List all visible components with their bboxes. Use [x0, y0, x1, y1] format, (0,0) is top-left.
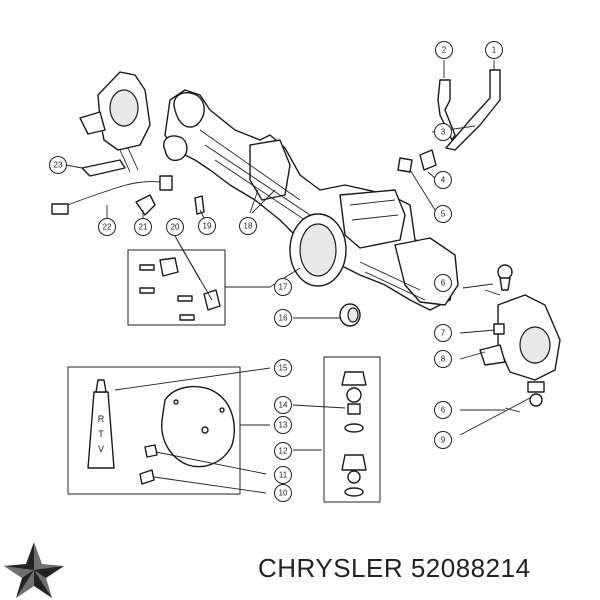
rtv-letter-r: R: [98, 414, 105, 424]
callout-11-text: 11: [279, 471, 288, 480]
ball-joint-kit-parts: [341, 371, 367, 497]
callout-10-text: 10: [279, 489, 288, 498]
callout-23: 23: [49, 156, 67, 174]
callout-13-text: 13: [279, 421, 288, 430]
cotter-pin-lower: [504, 407, 521, 413]
callout-18: 18: [239, 217, 257, 235]
chrysler-pentastar-icon: [4, 542, 64, 598]
callout-9-text: 9: [441, 436, 446, 445]
callout-3-text: 3: [441, 128, 446, 137]
callout-21: 21: [134, 218, 152, 236]
callout-7: 7: [434, 324, 452, 342]
ball-joint-kit-box: [323, 356, 381, 503]
abs-sensor-cable: [51, 147, 173, 215]
callout-5-text: 5: [441, 210, 446, 219]
callout-1-text: 1: [492, 46, 497, 55]
cap-bolts: [139, 257, 221, 321]
callout-2-text: 2: [442, 46, 447, 55]
callout-2: 2: [435, 41, 453, 59]
callout-13: 13: [274, 416, 292, 434]
callout-20-text: 20: [171, 223, 180, 232]
callout-14-text: 14: [279, 401, 288, 410]
fill-plug: [144, 444, 158, 458]
callout-6-upper-text: 6: [441, 279, 446, 288]
callout-17-text: 17: [279, 283, 288, 292]
cover-bolt: [139, 469, 155, 485]
callout-4: 4: [434, 171, 452, 189]
cotter-pin-upper: [484, 289, 501, 296]
rtv-letter-t: T: [98, 429, 104, 439]
sensor-bolt: [194, 195, 205, 215]
callout-20: 20: [166, 218, 184, 236]
bolt-kit-box: [127, 249, 226, 326]
steering-knuckle-left: [79, 71, 151, 151]
callout-17: 17: [274, 278, 292, 296]
rtv-tube: [87, 379, 115, 469]
callout-8-text: 8: [441, 355, 446, 364]
brake-hose: [437, 69, 501, 151]
hose-bracket: [419, 149, 437, 171]
callout-7-text: 7: [441, 329, 446, 338]
bleeder-bolt: [397, 157, 413, 173]
callout-12-text: 12: [279, 447, 288, 456]
sensor-clip: [135, 194, 156, 216]
callout-3: 3: [434, 123, 452, 141]
callout-14: 14: [274, 396, 292, 414]
axle-housing: [163, 89, 459, 311]
ball-joint-upper: [497, 264, 513, 291]
rtv-letter-v: V: [98, 444, 104, 454]
callout-15-text: 15: [279, 364, 288, 373]
callout-16-text: 16: [279, 314, 288, 323]
brand-part-number: CHRYSLER 52088214: [258, 553, 531, 583]
callout-10: 10: [274, 484, 292, 502]
leader-lines: [65, 60, 531, 494]
castle-nut: [493, 323, 505, 335]
callout-6-lower-text: 6: [441, 406, 446, 415]
callout-16: 16: [274, 309, 292, 327]
callout-5: 5: [434, 205, 452, 223]
callout-1: 1: [485, 41, 503, 59]
differential-cover: [161, 385, 235, 468]
callout-11: 11: [274, 466, 292, 484]
steering-knuckle-right: [479, 294, 561, 381]
callout-23-text: 23: [54, 161, 63, 170]
ball-joint-lower: [527, 381, 545, 407]
callout-6-lower: 6: [434, 401, 452, 419]
callout-19-text: 19: [203, 222, 212, 231]
callout-6-upper: 6: [434, 274, 452, 292]
callout-15: 15: [274, 359, 292, 377]
callout-18-text: 18: [244, 222, 253, 231]
callout-19: 19: [198, 217, 216, 235]
callout-8: 8: [434, 350, 452, 368]
callout-4-text: 4: [441, 176, 446, 185]
axle-seal: [339, 303, 361, 327]
callout-12: 12: [274, 442, 292, 460]
callout-9: 9: [434, 431, 452, 449]
rtv-label-text: R T V: [98, 414, 105, 454]
callout-22-text: 22: [103, 223, 112, 232]
cover-kit-box: [67, 366, 241, 495]
callout-22: 22: [98, 218, 116, 236]
callout-21-text: 21: [139, 223, 148, 232]
